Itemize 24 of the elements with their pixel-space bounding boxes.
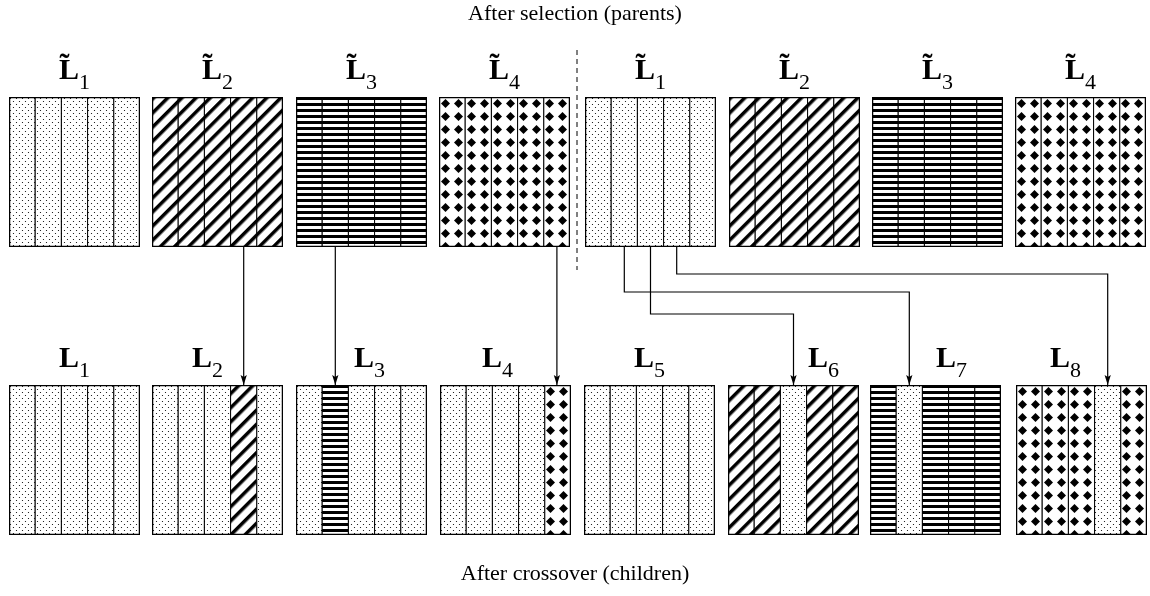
arrow <box>553 246 561 386</box>
matrix-label: L̃$_{2}$ <box>779 54 810 87</box>
matrix-label: L$_{1}$ <box>59 342 90 375</box>
arrow <box>623 246 913 386</box>
matrix-label: L̃$_{3}$ <box>922 54 953 87</box>
matrix-label: L̃$_{2}$ <box>202 54 233 87</box>
matrix-label: L$_{5}$ <box>634 342 665 375</box>
matrix-label: L̃$_{4}$ <box>1065 54 1096 87</box>
arrow <box>676 246 1111 386</box>
arrow <box>332 246 339 386</box>
matrix-label: L$_{6}$ <box>808 342 839 375</box>
matrix-label: L$_{8}$ <box>1050 342 1081 375</box>
matrix-label: L̃$_{4}$ <box>489 54 520 87</box>
matrix-label: L$_{3}$ <box>354 342 385 375</box>
arrow <box>649 246 797 386</box>
matrix-label: L$_{2}$ <box>192 342 223 375</box>
matrix-label: L$_{4}$ <box>482 342 513 375</box>
diagram-title: After selection (parents) <box>467 0 683 26</box>
matrix-label: L̃$_{1}$ <box>635 54 666 87</box>
matrix-label: L̃$_{3}$ <box>346 54 377 87</box>
matrix-label: L̃$_{1}$ <box>59 54 90 87</box>
arrow <box>240 246 247 386</box>
diagram-caption: After crossover (children) <box>459 560 691 586</box>
matrix-label: L$_{7}$ <box>936 342 967 375</box>
